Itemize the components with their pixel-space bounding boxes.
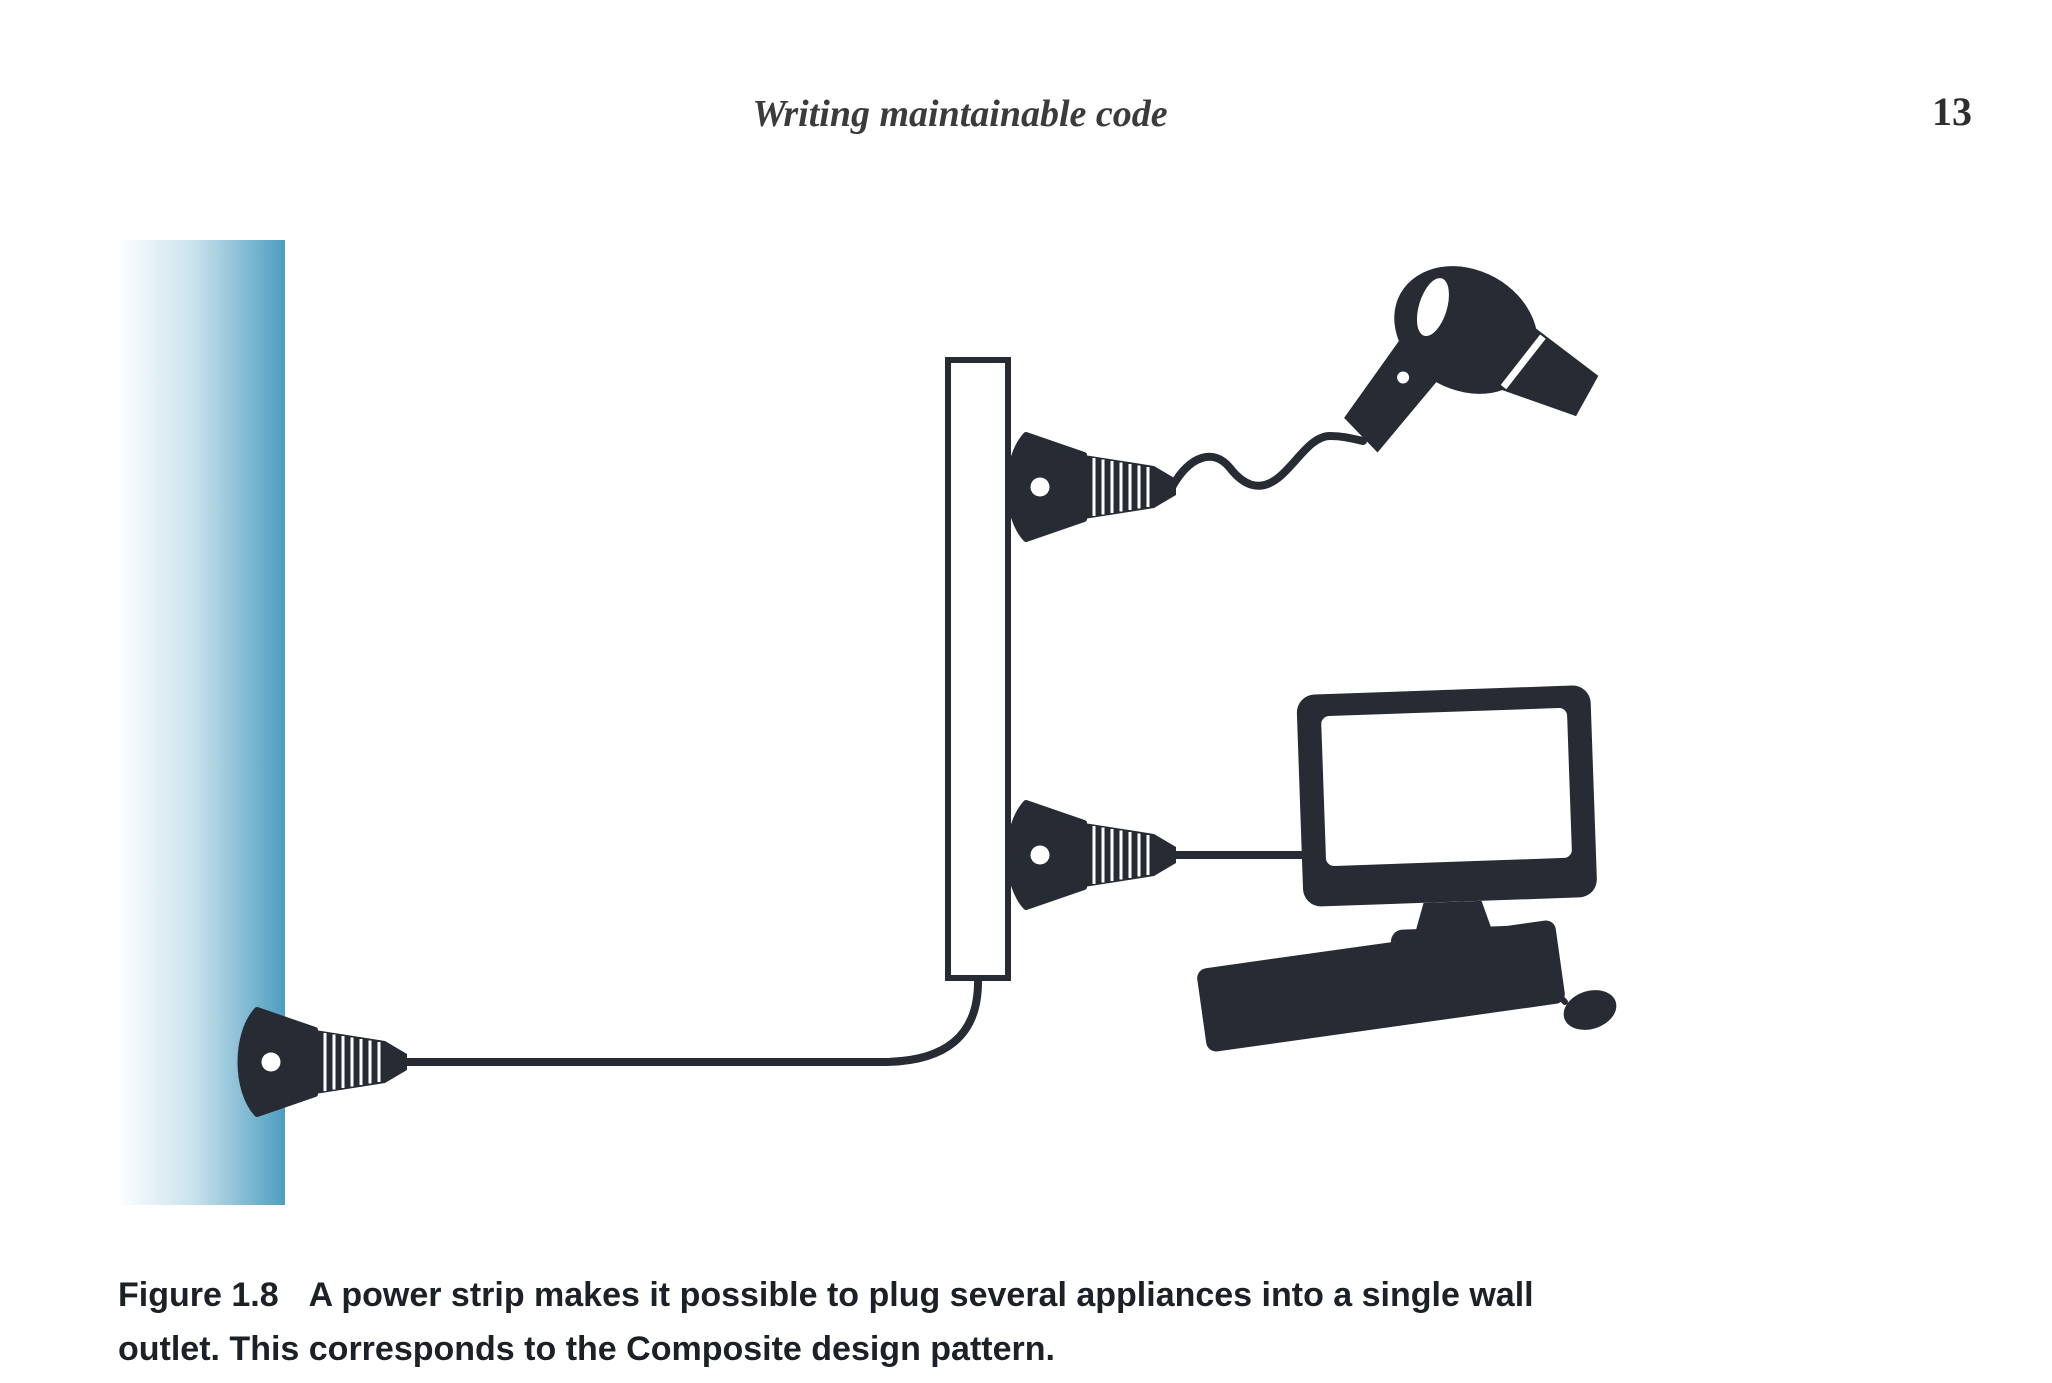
hair-dryer [1344, 266, 1599, 453]
power-strip [945, 357, 1011, 981]
power-cord-hair-dryer [1168, 431, 1367, 491]
power-cord-wall [399, 978, 982, 1066]
figure-caption-label: Figure 1.8 [118, 1276, 279, 1314]
keyboard [1197, 920, 1565, 1052]
hair-dryer-plug [1010, 435, 1177, 539]
mouse [1563, 990, 1617, 1030]
computer [1197, 685, 1617, 1052]
hair-dryer-switch-dot [1397, 371, 1410, 384]
running-head-title: Writing maintainable code [752, 93, 1168, 135]
hair-dryer-intake-vent [1416, 278, 1449, 337]
figure-caption-text: A power strip makes it possible to plug … [118, 1276, 1534, 1369]
wall-outlet-plug [241, 1010, 408, 1114]
computer-plug [1010, 803, 1177, 907]
hair-dryer-nozzle-slit [1500, 334, 1546, 390]
monitor-screen [1321, 708, 1572, 866]
page-number: 13 [1932, 89, 1972, 134]
